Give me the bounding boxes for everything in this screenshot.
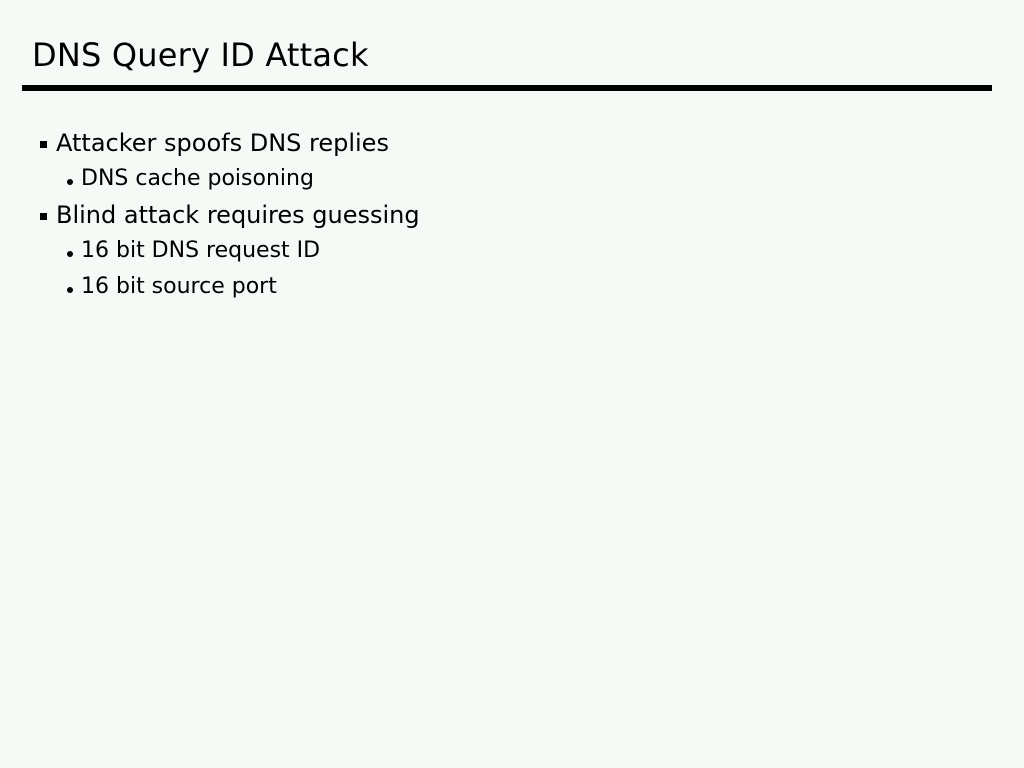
list-item: DNS cache poisoning: [40, 162, 980, 198]
page-title: DNS Query ID Attack: [32, 36, 369, 74]
title-divider-rule: [22, 85, 992, 91]
list-item: Attacker spoofs DNS replies: [40, 126, 980, 162]
square-bullet-icon: [40, 141, 47, 148]
list-item-label: Attacker spoofs DNS replies: [56, 129, 389, 157]
list-item-label: Blind attack requires guessing: [56, 201, 420, 229]
slide-body-bullet-list: Attacker spoofs DNS replies DNS cache po…: [40, 126, 980, 306]
list-item-label: 16 bit DNS request ID: [81, 238, 321, 263]
list-item: 16 bit source port: [40, 270, 980, 306]
list-item: 16 bit DNS request ID: [40, 234, 980, 270]
list-item-label: 16 bit source port: [81, 274, 277, 299]
dot-bullet-icon: [67, 179, 73, 185]
square-bullet-icon: [40, 213, 47, 220]
list-item-label: DNS cache poisoning: [81, 166, 314, 191]
list-item: Blind attack requires guessing: [40, 198, 980, 234]
dot-bullet-icon: [67, 287, 73, 293]
dot-bullet-icon: [67, 251, 73, 257]
slide-title-block: DNS Query ID Attack: [22, 34, 992, 76]
